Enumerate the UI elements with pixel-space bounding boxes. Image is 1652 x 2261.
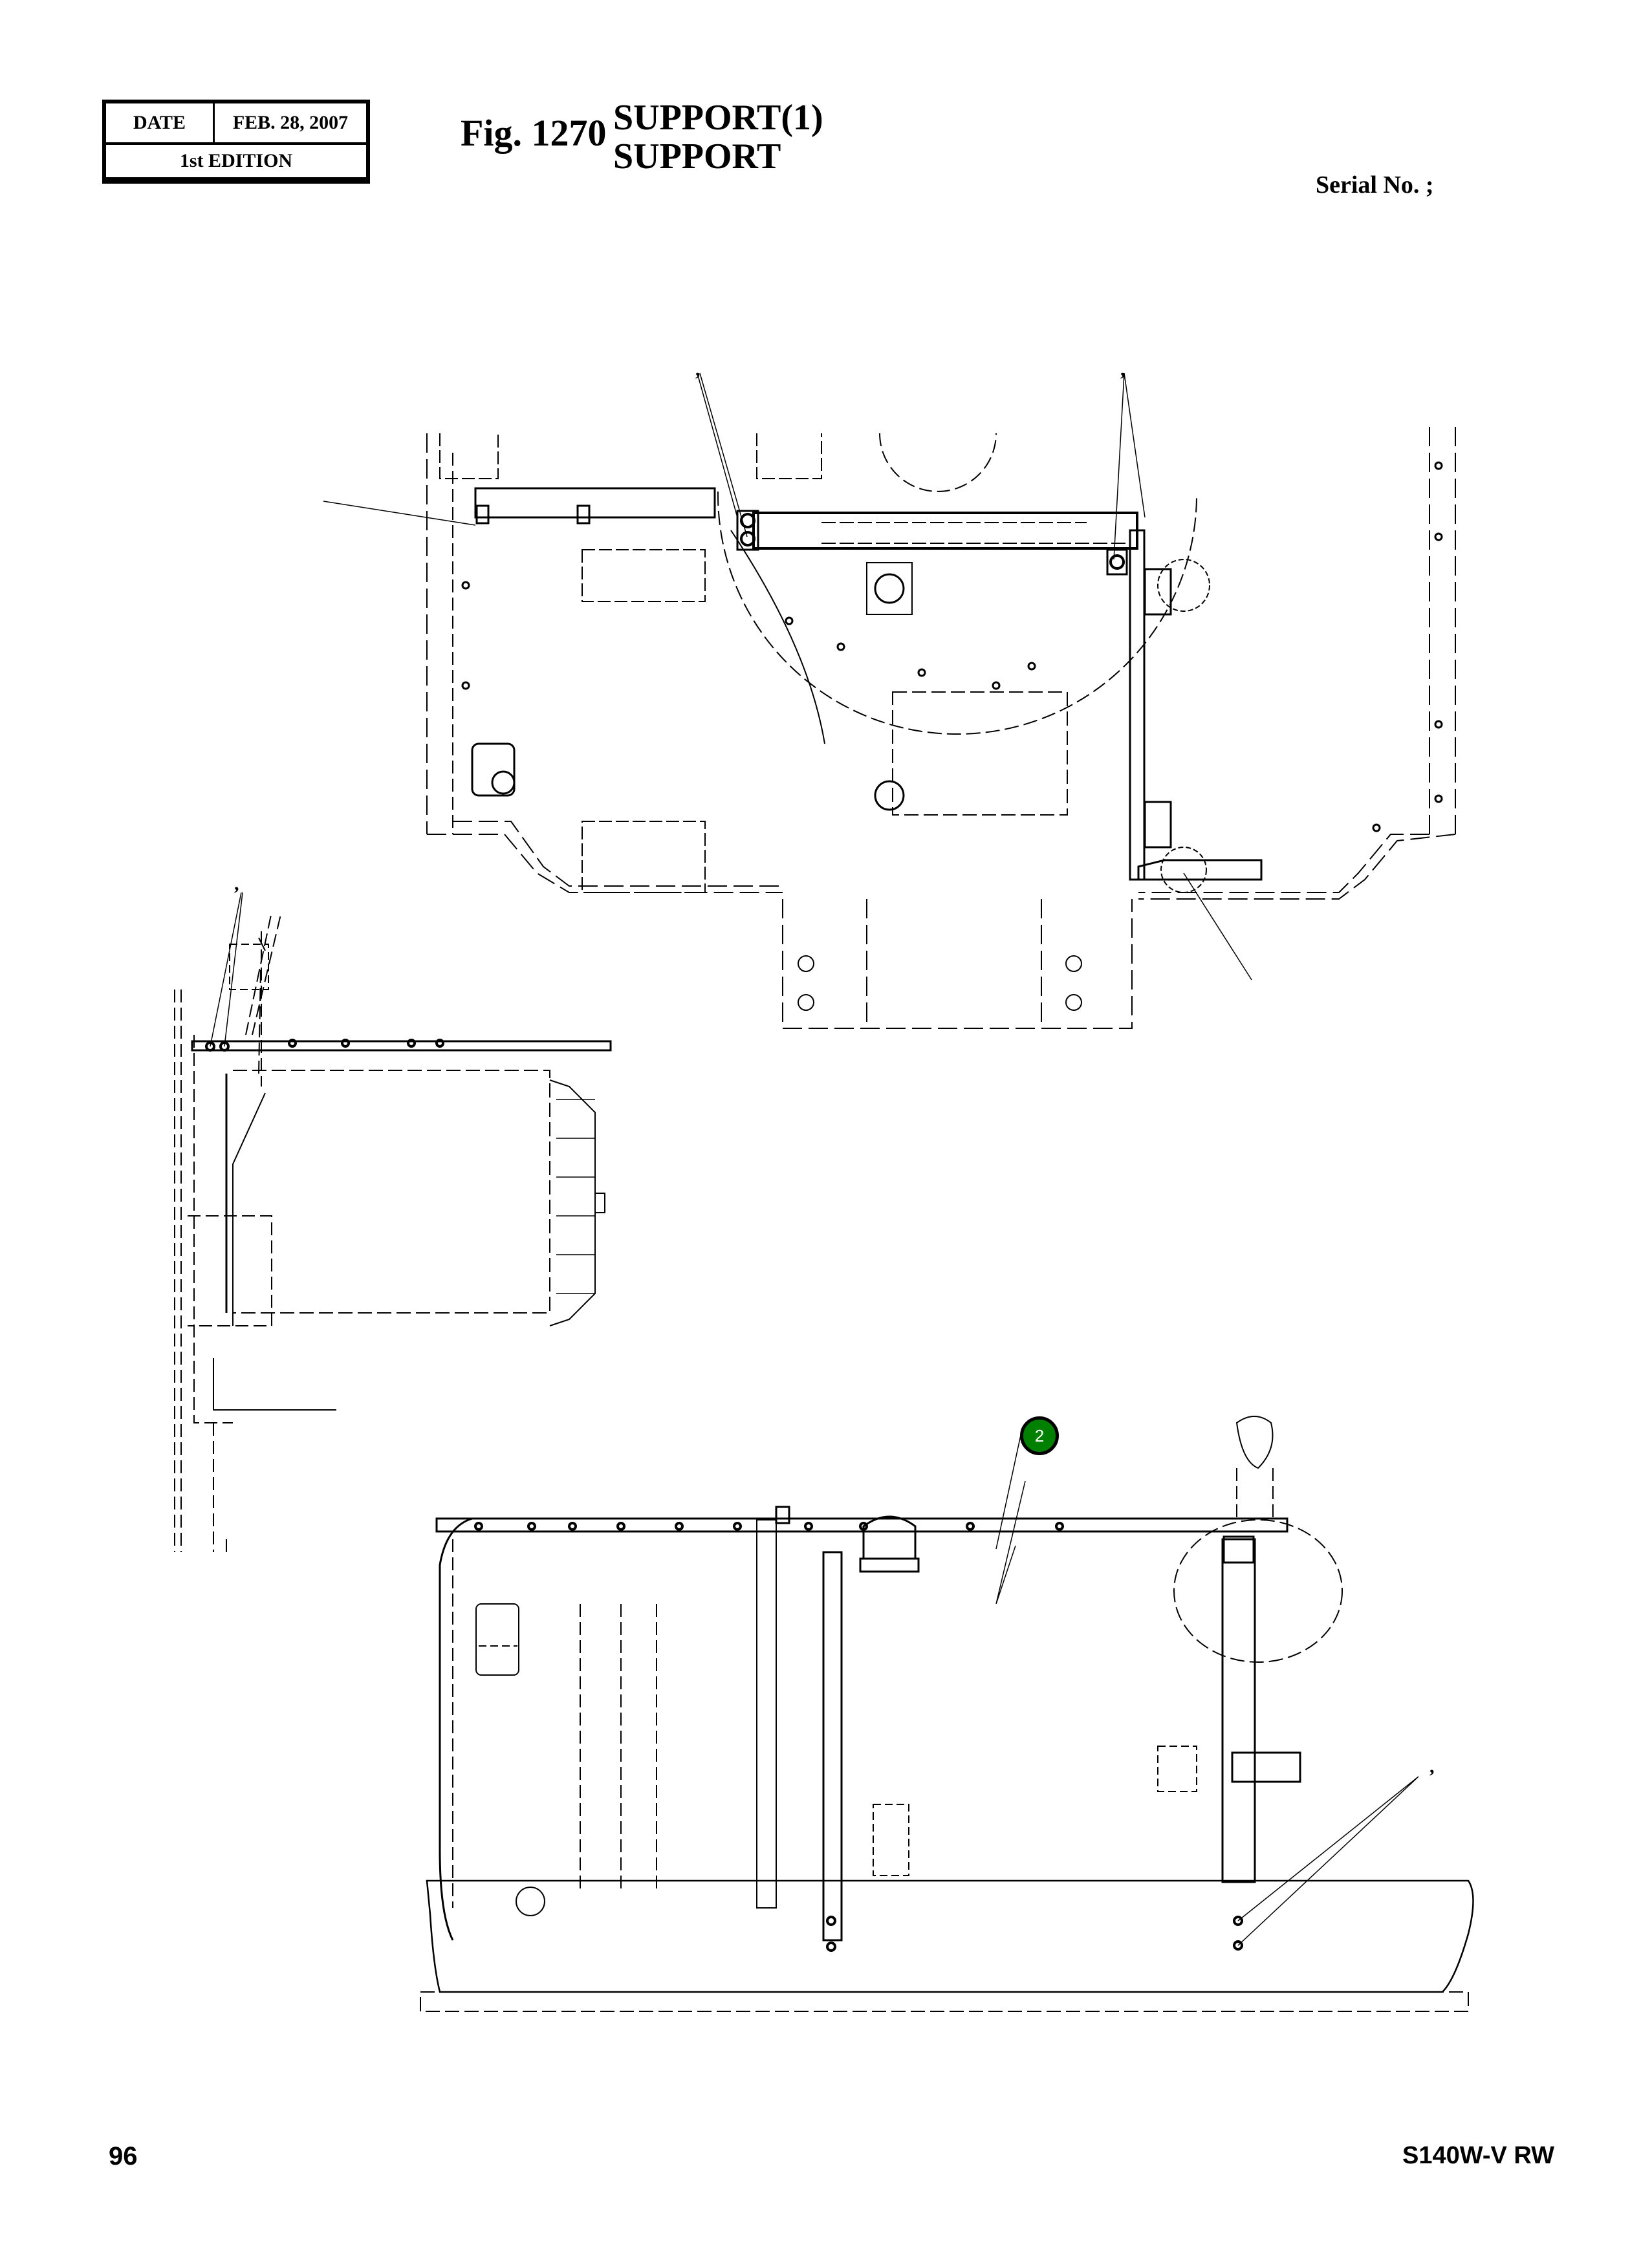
top-view: [323, 373, 1456, 1029]
date-value: FEB. 28, 2007: [232, 112, 349, 133]
side-view-left: [174, 892, 612, 1552]
leader-mark: ,: [1429, 1756, 1435, 1777]
page-number: 96: [109, 2142, 138, 2170]
date-label: DATE: [106, 103, 215, 142]
figure-title-secondary: SUPPORT: [613, 136, 781, 177]
serial-number-label: Serial No. ;: [1316, 171, 1434, 199]
figure-title-primary: SUPPORT(1): [613, 98, 823, 138]
leader-mark: ,: [1120, 359, 1125, 380]
edition-label: 1st EDITION: [179, 150, 293, 171]
front-view-bottom: [420, 1416, 1474, 2012]
part-callout-2[interactable]: 2: [1020, 1416, 1059, 1455]
leader-mark: ,: [695, 359, 701, 380]
model-label: S140W-V RW: [1402, 2142, 1555, 2169]
date-edition-box: DATE FEB. 28, 2007 1st EDITION: [102, 100, 370, 184]
leader-mark: ,: [234, 873, 239, 894]
date-row: DATE FEB. 28, 2007: [106, 103, 366, 145]
figure-number: Fig. 1270: [461, 112, 607, 154]
